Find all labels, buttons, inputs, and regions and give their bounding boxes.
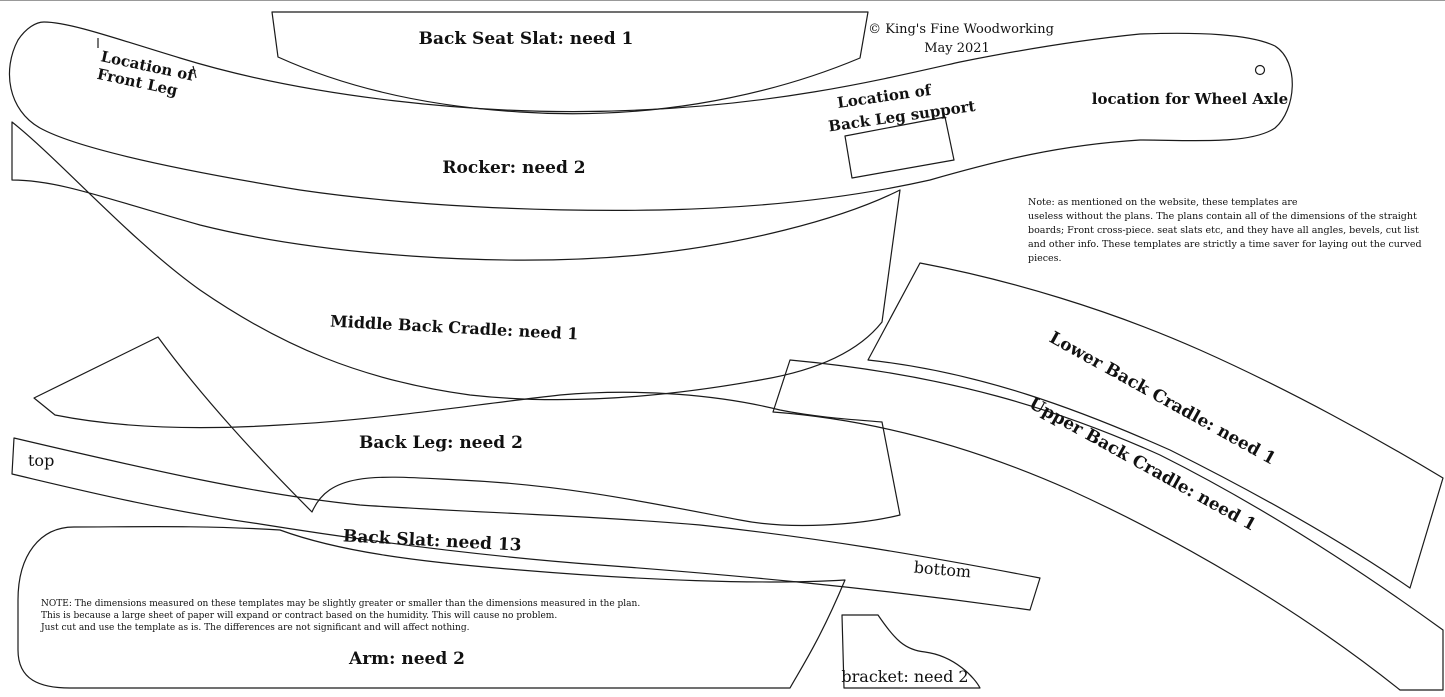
- back-slat-label: Back Slat: need 13: [343, 526, 522, 555]
- arm-outline: [17, 526, 846, 689]
- wheel-axle-label: location for Wheel Axle: [1092, 90, 1288, 108]
- copyright-line: © King's Fine Woodworking: [868, 22, 1054, 37]
- note-right-line4: and other info. These templates are stri…: [1028, 239, 1422, 250]
- note-left-line1: NOTE: The dimensions measured on these t…: [41, 599, 640, 609]
- back-seat-slat-outline: [271, 11, 869, 115]
- back-slat-top-label: top: [28, 451, 54, 470]
- upper-back-cradle-outline: [772, 359, 1444, 691]
- note-right-line5: pieces.: [1028, 253, 1062, 264]
- front-leg-mark-right: [192, 65, 197, 79]
- note-right-line3: boards; Front cross-piece. seat slats et…: [1028, 225, 1419, 236]
- wheel-axle-hole: [1254, 64, 1266, 76]
- note-left-line3: Just cut and use the template as is. The…: [40, 623, 470, 633]
- note-left-line2: This is because a large sheet of paper w…: [41, 611, 557, 621]
- back-seat-slat-label: Back Seat Slat: need 1: [419, 29, 634, 49]
- note-right-line2: useless without the plans. The plans con…: [1028, 211, 1417, 222]
- bracket-outline: [841, 614, 981, 689]
- rocker-label: Rocker: need 2: [442, 158, 585, 178]
- note-right-line1: Note: as mentioned on the website, these…: [1028, 197, 1298, 208]
- back-leg-label: Back Leg: need 2: [359, 433, 523, 453]
- back-leg-support-box: [844, 116, 955, 179]
- rocker-outline: [8, 21, 1293, 211]
- middle-back-cradle-label: Middle Back Cradle: need 1: [330, 312, 579, 344]
- back-slat-bottom-label: bottom: [913, 558, 972, 582]
- lower-back-cradle-outline: [867, 262, 1444, 589]
- back-slat-outline: [11, 437, 1041, 611]
- middle-back-cradle-outline: [11, 121, 901, 401]
- arm-label: Arm: need 2: [348, 649, 465, 669]
- lower-back-cradle-label: Lower Back Cradle: need 1: [1046, 328, 1279, 469]
- copyright-date: May 2021: [924, 41, 990, 56]
- upper-back-cradle-label: Upper Back Cradle: need 1: [1026, 394, 1260, 536]
- back-leg-outline: [33, 336, 901, 527]
- bracket-label: bracket: need 2: [841, 667, 968, 686]
